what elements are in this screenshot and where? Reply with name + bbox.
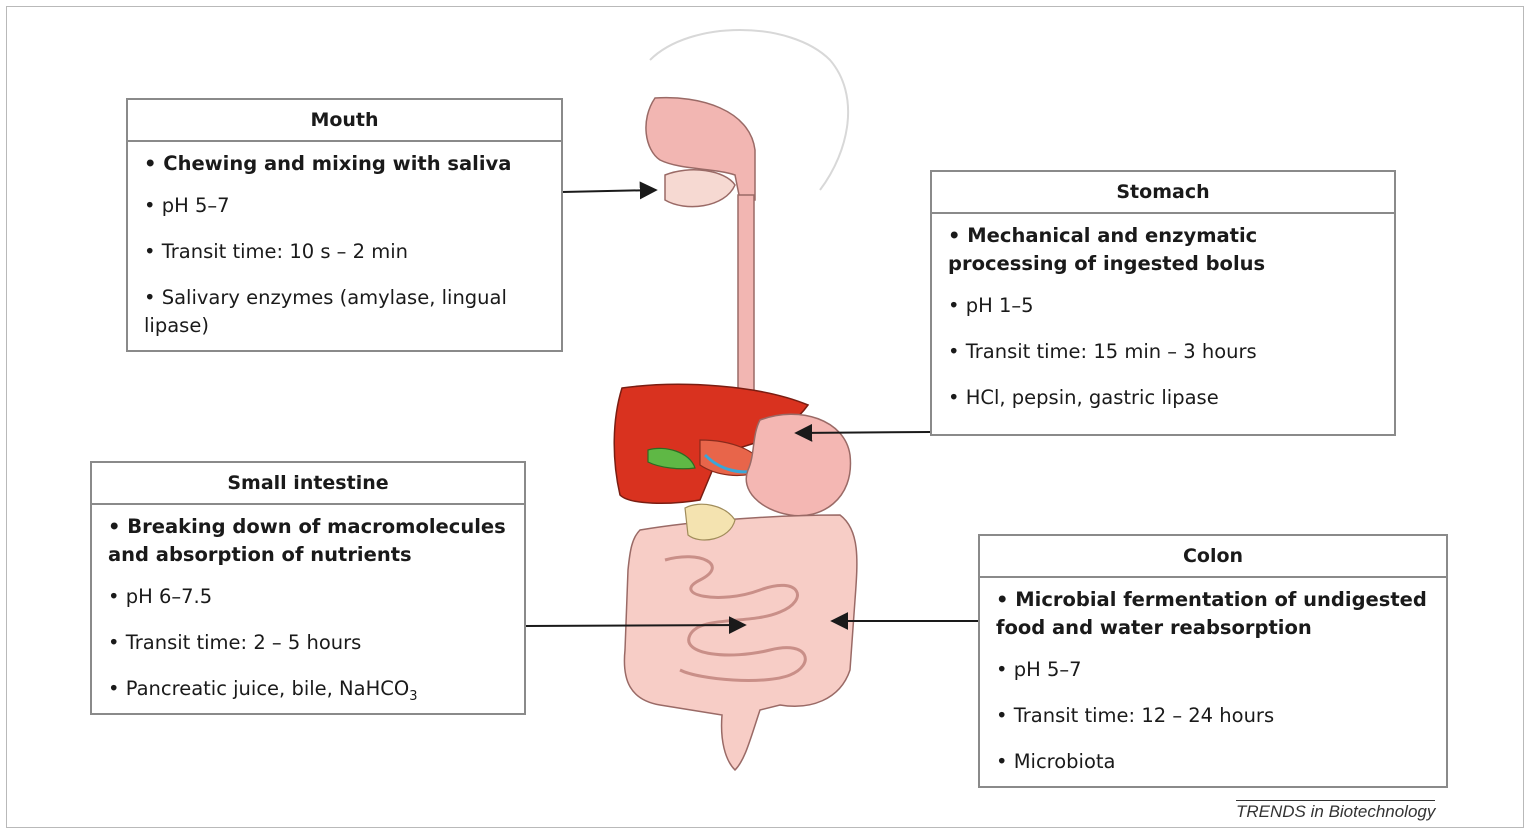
stomach-title: Stomach: [932, 172, 1394, 214]
tongue: [665, 170, 735, 207]
small-intestine-item-1: • Breaking down of macromolecules and ab…: [108, 513, 510, 569]
stomach-item-2: • pH 1–5: [948, 292, 1380, 320]
small-intestine-arrow: [525, 625, 745, 626]
mouth-title: Mouth: [128, 100, 561, 142]
small-intestine-item-3: • Transit time: 2 – 5 hours: [108, 629, 510, 657]
small-intestine-item-4-text: • Pancreatic juice, bile, NaHCO: [108, 677, 409, 700]
colon: [624, 515, 856, 770]
stomach-arrow: [796, 432, 930, 433]
mouth-arrow: [562, 190, 656, 192]
mouth-item-2: • pH 5–7: [144, 192, 547, 220]
colon-title: Colon: [980, 536, 1446, 578]
mouth-item-3: • Transit time: 10 s – 2 min: [144, 238, 547, 266]
stomach: [746, 414, 850, 516]
mouth-item-1: • Chewing and mixing with saliva: [144, 150, 547, 178]
colon-item-3: • Transit time: 12 – 24 hours: [996, 702, 1432, 730]
small-intestine-item-2: • pH 6–7.5: [108, 583, 510, 611]
subscript-3: 3: [409, 689, 417, 704]
mouth-item-4: • Salivary enzymes (amylase, lingual lip…: [144, 284, 547, 340]
colon-box: Colon • Microbial fermentation of undige…: [978, 534, 1448, 788]
small-intestine-item-4: • Pancreatic juice, bile, NaHCO3: [108, 675, 510, 711]
stomach-box: Stomach • Mechanical and enzymatic proce…: [930, 170, 1396, 436]
stomach-item-4: • HCl, pepsin, gastric lipase: [948, 384, 1380, 412]
colon-item-2: • pH 5–7: [996, 656, 1432, 684]
journal-credit: TRENDS in Biotechnology: [1236, 800, 1435, 822]
colon-item-4: • Microbiota: [996, 748, 1432, 776]
small-intestine-title: Small intestine: [92, 463, 524, 505]
mouth-box: Mouth • Chewing and mixing with saliva •…: [126, 98, 563, 352]
stomach-item-1: • Mechanical and enzymatic processing of…: [948, 222, 1380, 278]
small-intestine-box: Small intestine • Breaking down of macro…: [90, 461, 526, 715]
stomach-item-3: • Transit time: 15 min – 3 hours: [948, 338, 1380, 366]
esophagus: [738, 195, 754, 400]
colon-item-1: • Microbial fermentation of undigested f…: [996, 586, 1432, 642]
